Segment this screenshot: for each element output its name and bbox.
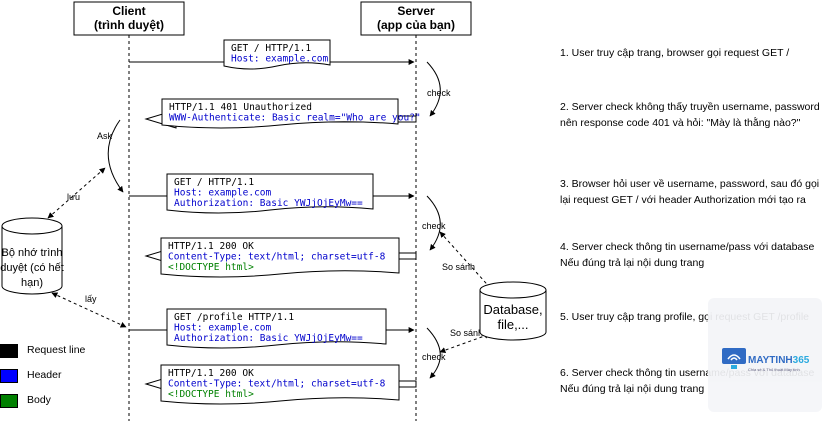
message-4-body-line: <!DOCTYPE html>	[168, 262, 254, 273]
message-5-request-line: GET /profile HTTP/1.1	[174, 312, 294, 323]
message-5-header-line: Authorization: Basic YWJjOjEyMw==	[174, 333, 363, 344]
storage-label-3: hạn)	[21, 277, 43, 289]
watermark-brand: MAYTINH365	[748, 355, 810, 366]
message-box-1	[223, 39, 331, 70]
database-cylinder: Database, file,...	[479, 281, 547, 341]
check-label-3: check	[422, 352, 446, 362]
server-subtitle: (app của bạn)	[377, 18, 455, 32]
message-2: HTTP/1.1 401 UnauthorizedWWW-Authenticat…	[161, 98, 421, 129]
legend-label: Body	[27, 394, 51, 406]
message-6-body-line: <!DOCTYPE html>	[168, 389, 254, 400]
database-label-2: file,...	[497, 317, 528, 332]
message-6-header-line: Content-Type: text/html; charset=utf-8	[168, 379, 386, 390]
message-4-header-line: Content-Type: text/html; charset=utf-8	[168, 252, 386, 263]
storage-label-2: duyệt (có hết	[0, 262, 64, 274]
step-4: 4. Server check thông tin username/pass …	[560, 241, 815, 269]
step-3: 3. Browser hỏi user về username, passwor…	[560, 178, 820, 206]
storage-label-1: Bộ nhớ trình	[1, 247, 62, 259]
message-1-header-line: Host: example.com	[231, 54, 329, 65]
message-6-request-line: HTTP/1.1 200 OK	[168, 368, 254, 379]
step-1: 1. User truy cập trang, browser gọi requ…	[560, 47, 790, 59]
message-box-2	[161, 98, 399, 129]
compare-label-1: So sánh	[442, 262, 475, 272]
legend-swatch	[0, 369, 18, 383]
message-5-header-line: Host: example.com	[174, 323, 272, 334]
message-3-header-line: Authorization: Basic YWJjOjEyMw==	[174, 198, 363, 209]
legend-label: Header	[27, 369, 62, 381]
client-participant: Client (trình duyệt)	[73, 1, 185, 36]
check-arrow-1: check	[426, 61, 451, 117]
message-2-request-line: HTTP/1.1 401 Unauthorized	[169, 102, 312, 113]
message-box-3	[166, 173, 374, 214]
message-2-header-line: WWW-Authenticate: Basic realm="Who are y…	[169, 113, 421, 124]
client-subtitle: (trình duyệt)	[94, 18, 164, 32]
message-box-6	[160, 364, 400, 405]
message-box-4	[160, 237, 400, 278]
legend-item-body: Body	[0, 393, 140, 409]
ask-label: Ask	[97, 131, 113, 141]
compare-link-1: So sánh	[439, 231, 495, 293]
legend-label: Request line	[27, 344, 86, 356]
check-arrow-2: check	[422, 195, 446, 251]
message-1-request-line: GET / HTTP/1.1	[231, 43, 311, 54]
browser-storage-cylinder: Bộ nhớ trình duyệt (có hết hạn)	[0, 217, 64, 295]
store-link: lưu	[47, 167, 106, 219]
step-2: 2. Server check không thấy truyền userna…	[560, 101, 820, 129]
legend-swatch	[0, 394, 18, 408]
server-title: Server	[397, 4, 435, 18]
watermark-logo: MAYTINH365 Chia sẻ & Thủ thuật Máy tính	[708, 298, 822, 412]
message-3-header-line: Host: example.com	[174, 188, 272, 199]
legend-item-request-line: Request line	[0, 343, 140, 359]
message-4-request-line: HTTP/1.1 200 OK	[168, 241, 254, 252]
client-title: Client	[112, 4, 145, 18]
compare-link-2: So sánh	[439, 328, 491, 353]
legend-swatch	[0, 344, 18, 358]
lay-label: lấy	[85, 294, 97, 304]
check-label-2: check	[422, 221, 446, 231]
check-arrow-3: check	[422, 327, 446, 379]
message-box-5	[166, 308, 387, 349]
ask-arrow: Ask	[97, 119, 124, 193]
luu-label: lưu	[67, 192, 80, 202]
server-participant: Server (app của bạn)	[360, 1, 472, 36]
message-3-request-line: GET / HTTP/1.1	[174, 177, 254, 188]
legend-item-header: Header	[0, 368, 140, 384]
database-label-1: Database,	[483, 302, 542, 317]
check-label-1: check	[427, 88, 451, 98]
watermark-tagline: Chia sẻ & Thủ thuật Máy tính	[748, 367, 800, 372]
compare-label-2: So sánh	[450, 328, 483, 338]
monitor-wifi-logo-icon	[722, 348, 746, 369]
retrieve-link: lấy	[51, 292, 127, 328]
